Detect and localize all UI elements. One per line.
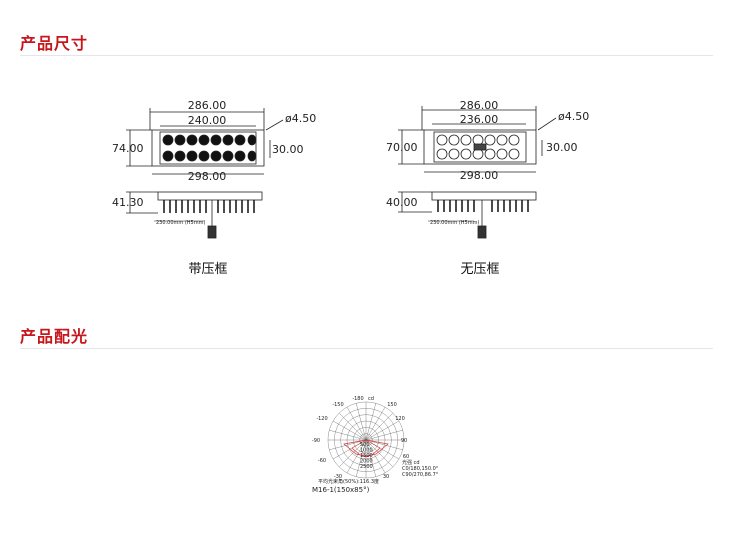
polar-angle-label: 120: [395, 416, 405, 422]
dim-total-width: 286.00: [188, 99, 227, 112]
section-divider: [20, 55, 713, 56]
polar-spoke: [365, 439, 403, 451]
polar-spoke: [365, 429, 403, 441]
polar-angle-label: 60: [403, 454, 409, 460]
legend-title: 光强 cd: [402, 459, 420, 466]
polar-spoke: [355, 439, 367, 477]
polar-spoke: [365, 413, 393, 441]
polar-radial-label: 500: [360, 442, 370, 448]
polar-spoke: [365, 439, 386, 473]
polar-angle-label: -30: [334, 474, 342, 480]
dim-inner-width: 236.00: [460, 113, 499, 126]
dim-total-width: 286.00: [460, 99, 499, 112]
polar-radial-label: 1500: [360, 453, 373, 459]
polar-angle-label: -90: [312, 438, 320, 444]
polar-distribution-curve: [343, 439, 389, 457]
polar-spoke: [365, 403, 377, 441]
polar-angle-label: -150: [332, 402, 343, 408]
dim-height: 70.00: [386, 141, 418, 154]
polar-distribution-curve: [351, 439, 381, 458]
dim-mount: 30.00: [546, 141, 578, 154]
caption-with-frame: 带压框: [188, 262, 228, 277]
polar-spoke: [346, 407, 367, 441]
polar-radial-label: 1000: [360, 448, 373, 454]
polar-angle-label: -180: [352, 396, 363, 402]
polar-angle-label: -120: [316, 416, 327, 422]
dim-cable: 230.00mm (H5mm): [156, 220, 205, 226]
dim-cable: 230.00mm (H5mm): [430, 220, 479, 226]
polar-spoke: [365, 439, 377, 477]
dim-height: 74.00: [112, 142, 144, 155]
polar-radial-label: 2000: [360, 459, 373, 465]
polar-spoke: [365, 420, 399, 441]
polar-spoke: [365, 439, 393, 467]
led-array: [436, 134, 520, 160]
legend-c90: C90/270,86.7°: [402, 472, 439, 478]
beam-angle: 平均光束角(50%):116.3度: [318, 478, 379, 485]
dim-mount: 30.00: [272, 143, 304, 156]
polar-spoke: [329, 439, 367, 451]
polar-angle-label: 90: [401, 438, 407, 444]
polar-angle-label: 150: [387, 402, 397, 408]
drawing-with-frame: 286.00 240.00 ø4.50 74.00 30.00 298.00 4…: [112, 99, 316, 239]
polar-spoke: [333, 420, 367, 441]
legend-c0: C0/180,150.0°: [402, 466, 439, 472]
dim-hole: ø4.50: [285, 112, 316, 125]
polar-angle-label: 30: [383, 474, 389, 480]
section-title-optics: 产品配光: [20, 327, 89, 346]
dim-outer-width: 298.00: [188, 170, 227, 183]
dim-inner-width: 240.00: [188, 114, 227, 127]
drawing-without-frame: 286.00 236.00 ø4.50 70.00 30.00 298.00 4…: [386, 99, 589, 239]
polar-spoke: [355, 403, 367, 441]
model-label: M16-1(150x85°): [312, 486, 370, 494]
polar-spoke: [339, 439, 367, 467]
polar-unit-label: cd: [368, 396, 374, 402]
polar-angle-label: -60: [318, 458, 326, 464]
dim-outer-width: 298.00: [460, 169, 499, 182]
polar-spoke: [365, 407, 386, 441]
dim-hole: ø4.50: [558, 110, 589, 123]
section-title-size: 产品尺寸: [20, 34, 89, 53]
led-array: [162, 134, 257, 162]
dim-depth: 40.00: [386, 196, 418, 209]
polar-distribution-chart: -180 -150 150 -120 120 -90 90 -60 60 -30 30 cd 50010…: [312, 396, 439, 494]
polar-spoke: [346, 439, 367, 473]
dim-depth: 41.30: [112, 196, 144, 209]
section-divider: [20, 348, 713, 349]
polar-spoke: [329, 429, 367, 441]
polar-radial-label: 2500: [360, 464, 373, 470]
polar-spoke: [339, 413, 367, 441]
caption-without-frame: 无压框: [460, 262, 500, 277]
